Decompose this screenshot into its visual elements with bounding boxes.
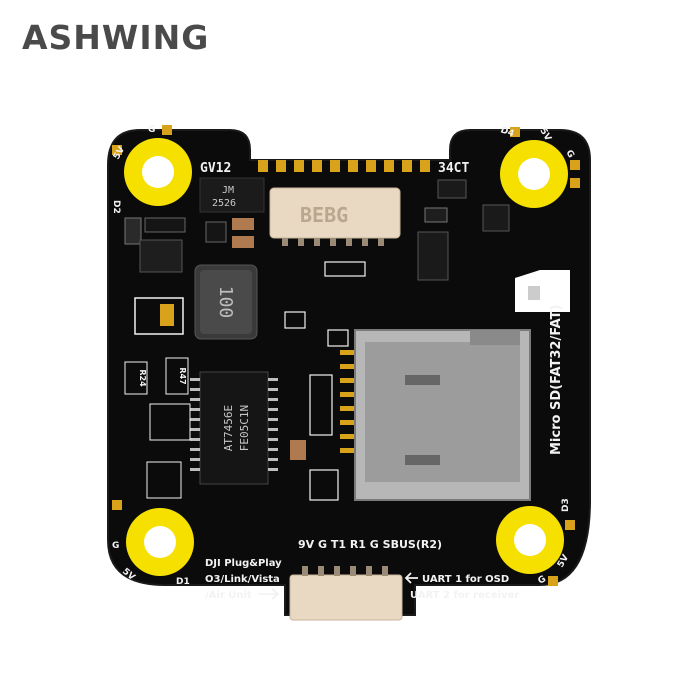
- connector-label: BEBG: [300, 203, 348, 227]
- pad-tr-2: [570, 160, 580, 170]
- resistor-blocks: [284, 261, 366, 501]
- top-connector: [269, 187, 401, 246]
- bottom-header-label: 9V G T1 R1 G SBUS(R2): [298, 538, 442, 551]
- pad-tr-3: [570, 178, 580, 188]
- dji-label-line2: O3/Link/Vista: [205, 574, 280, 585]
- jm-chip: JM 2526: [199, 177, 265, 213]
- left-passives: [124, 217, 254, 273]
- bottom-connector: [289, 566, 403, 621]
- corner-tr-d4: D4: [499, 125, 515, 139]
- pad-bl-1: [112, 500, 122, 510]
- top-header-pads: [258, 160, 430, 172]
- sd-card-icon: [515, 270, 570, 312]
- corner-tl-d2: D2: [111, 200, 121, 214]
- top-left-label: GV12: [200, 161, 231, 176]
- inductor-marking: 100: [215, 286, 236, 319]
- left-resistors: [124, 357, 191, 499]
- pad-br-2: [548, 576, 558, 586]
- dji-label-line1: DJI Plug&Play: [205, 558, 282, 569]
- micro-sd-slot: [354, 329, 531, 501]
- pad-br-1: [565, 520, 575, 530]
- vin-jumper: [134, 297, 184, 335]
- corner-bl-d1: D1: [176, 577, 190, 587]
- osd-chip-line1: AT7456E: [222, 405, 235, 451]
- pad-tl-1: [162, 125, 172, 135]
- brand-logo: ASHWING: [22, 18, 210, 57]
- uart2-label: UART 2 for receiver: [410, 590, 519, 601]
- sd-slot-pins: [340, 350, 354, 453]
- mount-hole-top-right: [500, 140, 568, 208]
- top-right-label: 34CT: [438, 161, 469, 176]
- pad-tl-2: [112, 145, 122, 155]
- corner-br-d3: D3: [561, 498, 571, 512]
- r47-label: R47: [178, 367, 187, 384]
- sd-label: Micro SD(FAT32/FAT): [549, 305, 564, 455]
- osd-chip: [190, 371, 278, 485]
- corner-tl-g: G: [148, 125, 155, 135]
- dji-arrow-icon: [258, 588, 280, 600]
- corner-tr-g: G: [563, 149, 575, 160]
- r24-label: R24: [138, 369, 147, 387]
- osd-chip-line2: FE05C1N: [238, 405, 251, 451]
- dji-label-line3: /Air Unit: [205, 590, 252, 601]
- pad-tr-1: [510, 127, 520, 137]
- right-top-components: [417, 179, 510, 281]
- mount-hole-top-left: [124, 138, 192, 206]
- corner-bl-g: G: [112, 541, 119, 551]
- inductor: [194, 264, 258, 340]
- uart1-label: UART 1 for OSD: [422, 574, 509, 585]
- mount-hole-bottom-right: [496, 506, 564, 574]
- corner-br-g: G: [537, 574, 548, 586]
- center-capacitor: [290, 440, 306, 460]
- mount-hole-bottom-left: [126, 508, 194, 576]
- svg-text:JM: JM: [222, 185, 234, 196]
- svg-text:2526: 2526: [212, 198, 236, 209]
- uart-arrow-icon: [404, 572, 418, 584]
